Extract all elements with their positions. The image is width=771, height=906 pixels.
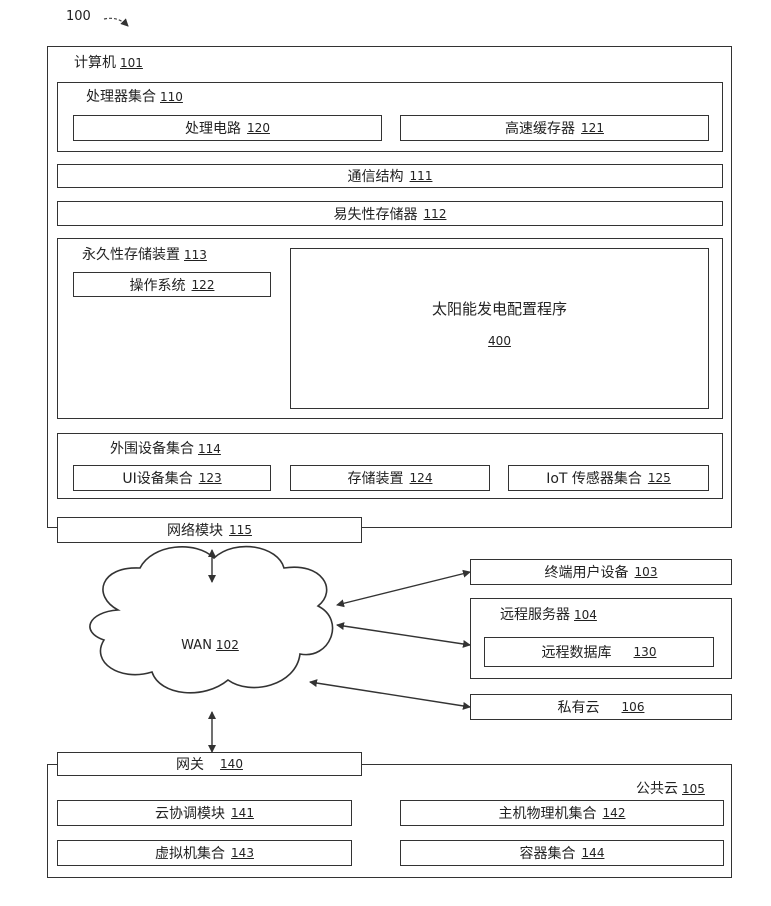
virtual-machine-set-box: 虚拟机集合143	[57, 840, 352, 866]
solar-program-box	[290, 248, 709, 409]
communication-fabric-box: 通信结构111	[57, 164, 723, 188]
arrow-wan-enduser	[337, 572, 470, 605]
processor-set-title: 处理器集合110	[86, 88, 183, 106]
figure-ref: 100	[66, 8, 91, 26]
private-cloud-box: 私有云106	[470, 694, 732, 720]
container-set-box: 容器集合144	[400, 840, 724, 866]
cache-box: 高速缓存器121	[400, 115, 709, 141]
operating-system-box: 操作系统122	[73, 272, 271, 297]
host-physical-set-box: 主机物理机集合142	[400, 800, 724, 826]
wan-label: WAN102	[150, 636, 270, 655]
cloud-orchestration-box: 云协调模块141	[57, 800, 352, 826]
ui-device-set-box: UI设备集合123	[73, 465, 271, 491]
persistent-storage-title: 永久性存储装置113	[82, 246, 207, 264]
arrow-wan-server	[337, 625, 470, 645]
iot-sensor-set-box: IoT 传感器集合125	[508, 465, 709, 491]
end-user-device-box: 终端用户设备103	[470, 559, 732, 585]
wan-cloud	[90, 547, 333, 693]
solar-program-label: 太阳能发电配置程序	[290, 300, 709, 318]
gateway-box: 网关140	[57, 752, 362, 776]
volatile-memory-box: 易失性存储器112	[57, 201, 723, 226]
computer-title: 计算机101	[74, 54, 143, 72]
processing-circuitry-box: 处理电路120	[73, 115, 382, 141]
storage-device-box: 存储装置124	[290, 465, 490, 491]
ref-100-leader	[104, 18, 128, 26]
arrow-wan-private	[310, 682, 470, 707]
remote-database-box: 远程数据库130	[484, 637, 714, 667]
peripheral-set-title: 外围设备集合114	[110, 440, 221, 458]
solar-program-num: 400	[290, 332, 709, 350]
network-module-box: 网络模块115	[57, 517, 362, 543]
public-cloud-title: 公共云105	[636, 780, 705, 798]
remote-server-title: 远程服务器104	[500, 606, 597, 624]
